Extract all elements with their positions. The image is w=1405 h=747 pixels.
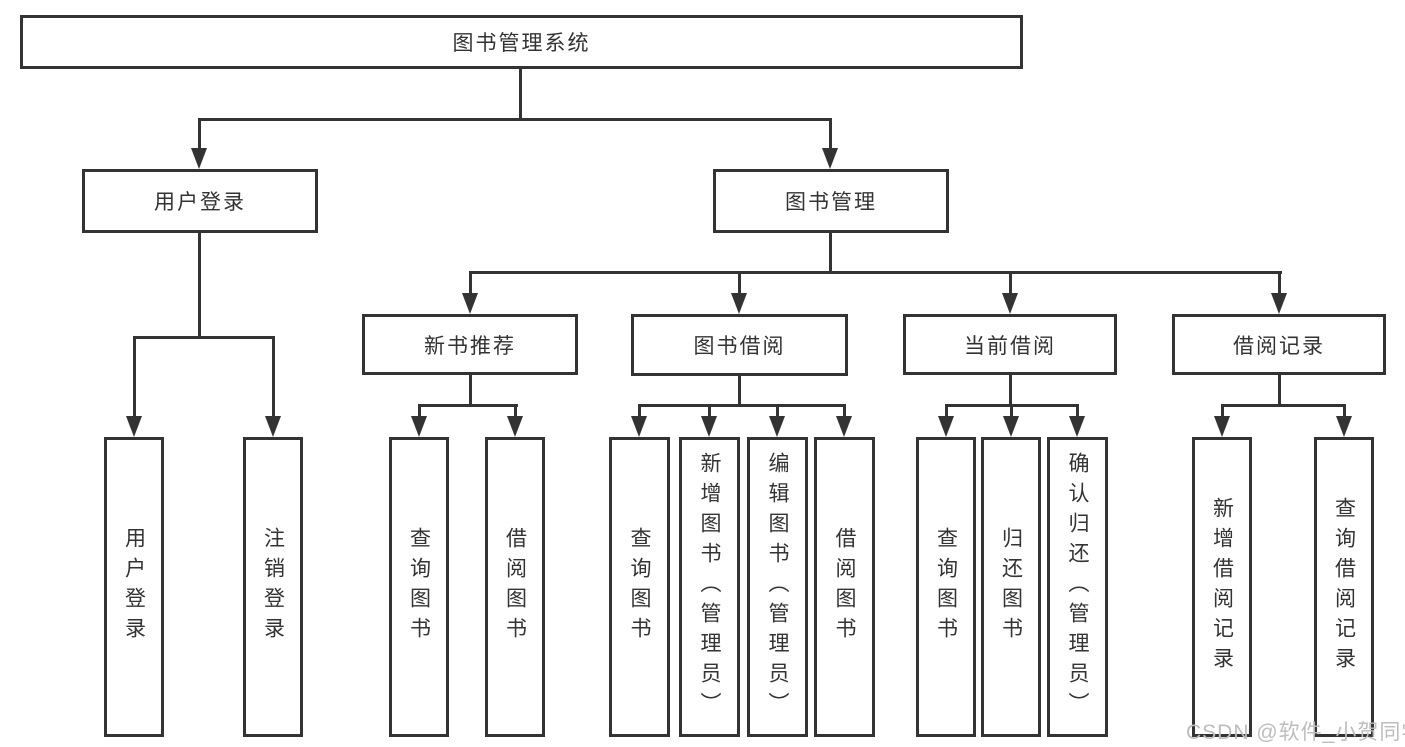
node-root-label: 图书管理系统	[452, 32, 591, 55]
leaf-borrowing-borrow-books: 借阅图书	[814, 437, 875, 737]
connector-group3-leaf3	[1076, 404, 1079, 417]
node-borrowing-records: 借阅记录	[1172, 314, 1386, 375]
connector-book-management-stem	[829, 233, 832, 273]
connector-group4-horizontal	[1221, 404, 1346, 407]
arrowhead-group1-leaf1	[411, 416, 427, 437]
node-current-borrowing-label: 当前借阅	[964, 334, 1056, 358]
arrowhead-book-management	[822, 148, 838, 169]
leaf-logout-label: 注销登录	[261, 527, 285, 647]
leaf-return-books: 归还图书	[981, 437, 1041, 737]
connector-group3-stem	[1009, 375, 1012, 405]
arrowhead-group2-leaf3	[769, 416, 785, 437]
connector-group1-leaf1	[418, 404, 421, 417]
leaf-query-borrow-record: 查询借阅记录	[1314, 437, 1374, 737]
connector-group1-stem	[469, 375, 472, 405]
connector-group1-horizontal	[418, 404, 518, 407]
arrowhead-group2-leaf1	[631, 416, 647, 437]
node-root: 图书管理系统	[20, 15, 1023, 69]
arrowhead-borrowing-records	[1271, 293, 1287, 314]
connector-user-login-stem	[198, 233, 201, 336]
leaf-recommend-borrow-books: 借阅图书	[485, 437, 545, 737]
connector-to-new-book-recommendation	[469, 271, 472, 293]
connector-to-book-borrowing	[738, 271, 741, 293]
connector-level2-horizontal	[469, 271, 1282, 274]
connector-group4-stem	[1278, 375, 1281, 405]
connector-user-login-horizontal	[133, 336, 275, 339]
connector-group3-leaf2	[1010, 404, 1013, 417]
arrowhead-leaf-user-login	[126, 416, 142, 437]
arrowhead-group4-leaf1	[1214, 416, 1230, 437]
arrowhead-group3-leaf1	[938, 416, 954, 437]
connector-group4-leaf2	[1343, 404, 1346, 417]
leaf-edit-books-admin-label: 编辑图书（管理员）	[766, 452, 790, 722]
arrowhead-group2-leaf2	[701, 416, 717, 437]
leaf-recommend-query-books-label: 查询图书	[407, 527, 431, 647]
connector-to-user-login	[198, 118, 201, 148]
leaf-borrowing-query-books-label: 查询图书	[628, 527, 652, 647]
connector-to-current-borrowing	[1009, 271, 1012, 293]
arrowhead-group1-leaf2	[507, 416, 523, 437]
leaf-query-borrow-record-label: 查询借阅记录	[1332, 497, 1356, 677]
connector-group2-leaf2	[708, 404, 711, 417]
connector-group2-horizontal	[638, 404, 846, 407]
arrowhead-user-login	[191, 148, 207, 169]
connector-to-leaf-user-login	[133, 336, 136, 416]
leaf-add-borrow-record-label: 新增借阅记录	[1210, 497, 1234, 677]
leaf-add-books-admin-label: 新增图书（管理员）	[698, 452, 722, 722]
arrowhead-group2-leaf4	[836, 416, 852, 437]
arrowhead-group3-leaf3	[1069, 416, 1085, 437]
node-book-management: 图书管理	[713, 169, 949, 233]
arrowhead-group3-leaf2	[1003, 416, 1019, 437]
leaf-confirm-return-admin: 确认归还（管理员）	[1047, 437, 1108, 737]
csdn-watermark: CSDN @软件_小贺同学	[1186, 721, 1405, 744]
connector-group4-leaf1	[1221, 404, 1224, 417]
connector-group2-leaf4	[843, 404, 846, 417]
connector-level1-horizontal	[198, 118, 832, 121]
connector-root-stem	[519, 69, 522, 120]
arrowhead-leaf-logout	[265, 416, 281, 437]
leaf-add-books-admin: 新增图书（管理员）	[679, 437, 740, 737]
connector-group2-stem	[738, 376, 741, 405]
node-new-book-recommendation-label: 新书推荐	[424, 334, 516, 358]
node-user-login-label: 用户登录	[154, 191, 246, 214]
leaf-current-query-books: 查询图书	[916, 437, 976, 737]
node-new-book-recommendation: 新书推荐	[362, 314, 578, 375]
arrowhead-new-book-recommendation	[462, 293, 478, 314]
connector-group3-leaf1	[945, 404, 948, 417]
leaf-add-borrow-record: 新增借阅记录	[1192, 437, 1252, 737]
leaf-confirm-return-admin-label: 确认归还（管理员）	[1066, 452, 1090, 722]
leaf-edit-books-admin: 编辑图书（管理员）	[747, 437, 808, 737]
node-borrowing-records-label: 借阅记录	[1233, 334, 1325, 358]
leaf-user-login: 用户登录	[104, 437, 164, 737]
leaf-borrowing-borrow-books-label: 借阅图书	[833, 527, 857, 647]
leaf-borrowing-query-books: 查询图书	[609, 437, 670, 737]
node-book-management-label: 图书管理	[785, 191, 877, 214]
node-current-borrowing: 当前借阅	[903, 314, 1117, 375]
connector-group2-leaf3	[776, 404, 779, 417]
connector-to-book-management	[829, 118, 832, 148]
connector-group2-leaf1	[638, 404, 641, 417]
leaf-logout: 注销登录	[243, 437, 303, 737]
arrowhead-group4-leaf2	[1336, 416, 1352, 437]
node-book-borrowing: 图书借阅	[631, 314, 848, 376]
arrowhead-current-borrowing	[1002, 293, 1018, 314]
leaf-return-books-label: 归还图书	[999, 527, 1023, 647]
leaf-user-login-label: 用户登录	[122, 527, 146, 647]
node-user-login: 用户登录	[82, 169, 318, 233]
connector-to-borrowing-records	[1278, 271, 1281, 293]
leaf-current-query-books-label: 查询图书	[934, 527, 958, 647]
leaf-recommend-borrow-books-label: 借阅图书	[503, 527, 527, 647]
connector-to-leaf-logout	[272, 336, 275, 416]
connector-group1-leaf2	[514, 404, 517, 417]
node-book-borrowing-label: 图书借阅	[693, 335, 786, 358]
arrowhead-book-borrowing	[731, 293, 747, 314]
leaf-recommend-query-books: 查询图书	[389, 437, 449, 737]
